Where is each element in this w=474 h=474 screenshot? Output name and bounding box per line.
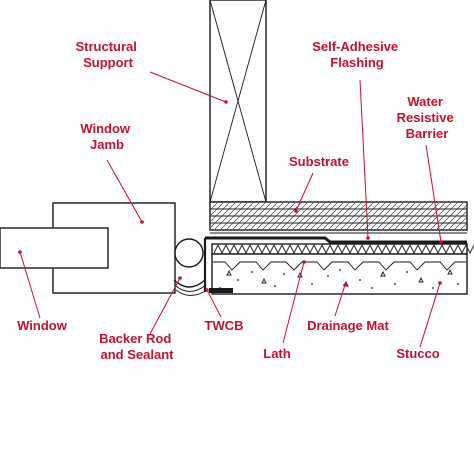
label-lath: Lath	[263, 346, 291, 361]
leader-lines	[18, 71, 443, 348]
drainage-mat-layer	[211, 243, 474, 255]
label-substrate: Substrate	[289, 154, 349, 169]
label-twcb: TWCB	[205, 318, 244, 333]
label-water-resistive-barrier: Water Resistive Barrier	[397, 94, 458, 141]
label-window-jamb: Window Jamb	[80, 121, 133, 152]
structural-support-stud	[209, 0, 267, 203]
label-drainage-mat: Drainage Mat	[307, 318, 389, 333]
window-frame	[0, 227, 109, 269]
backer-rod-and-sealant	[173, 238, 208, 296]
label-window: Window	[17, 318, 68, 333]
label-backer-rod-and-sealant: Backer Rod and Sealant	[99, 331, 175, 362]
substrate-sheathing	[209, 201, 468, 231]
label-structural-support: Structural Support	[75, 39, 140, 70]
label-stucco: Stucco	[396, 346, 439, 361]
stucco-and-lath	[211, 253, 468, 295]
self-adhesive-flashing-layer	[203, 236, 467, 292]
label-self-adhesive-flashing: Self-Adhesive Flashing	[312, 39, 402, 70]
twcb-component	[209, 288, 233, 293]
